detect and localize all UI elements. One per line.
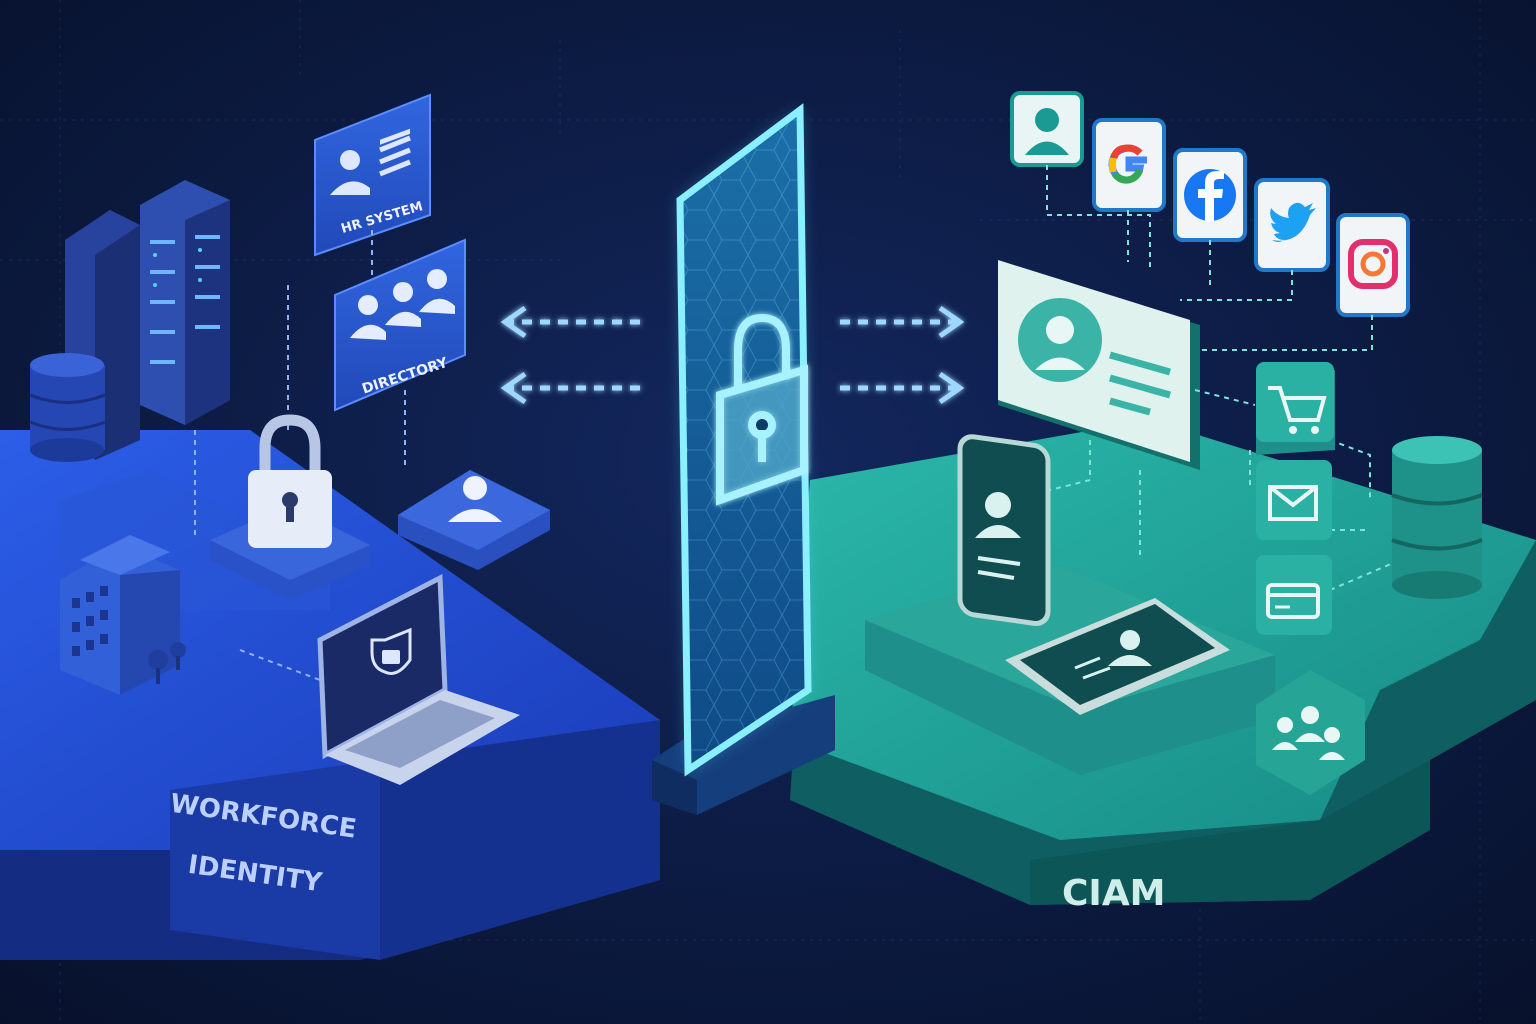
padlock-icon — [716, 313, 808, 506]
hr-system-card: HR SYSTEM — [314, 93, 431, 257]
shopping-cart-icon — [1256, 362, 1335, 455]
office-building-icon — [60, 535, 186, 695]
instagram-icon — [1336, 213, 1410, 317]
tablet-user-icon — [1005, 598, 1230, 715]
security-gateway-icon — [652, 103, 835, 815]
directory-group-icon — [350, 269, 455, 340]
user-login-icon — [1010, 91, 1084, 167]
profile-connectors — [1009, 389, 1401, 591]
hr-system-card-icon — [330, 128, 410, 195]
arrow-right-icon — [840, 305, 965, 339]
profile-card-icon — [998, 260, 1200, 470]
mail-icon — [1256, 460, 1332, 540]
facebook-icon — [1173, 148, 1247, 242]
arrow-left-icon — [500, 305, 640, 339]
padlock-tile — [210, 414, 370, 600]
database-icon — [1391, 436, 1483, 599]
smartphone-user-icon — [957, 434, 1051, 626]
padlock-icon — [248, 414, 332, 548]
social-connectors — [1046, 165, 1373, 351]
flow-arrows — [500, 305, 965, 405]
twitter-icon — [1254, 178, 1330, 272]
arrow-left-icon — [500, 371, 640, 405]
google-icon — [1092, 118, 1166, 212]
social-icons — [1010, 91, 1410, 317]
user-tile-icon — [398, 470, 550, 570]
database-icon — [29, 353, 106, 462]
customer-group-icon — [1256, 670, 1365, 795]
credit-card-icon — [1256, 555, 1332, 635]
ciam-label: CIAM — [1062, 873, 1166, 914]
laptop-shield-icon — [317, 573, 520, 785]
hr-directory-connector — [194, 230, 406, 681]
arrow-right-icon — [840, 371, 965, 405]
